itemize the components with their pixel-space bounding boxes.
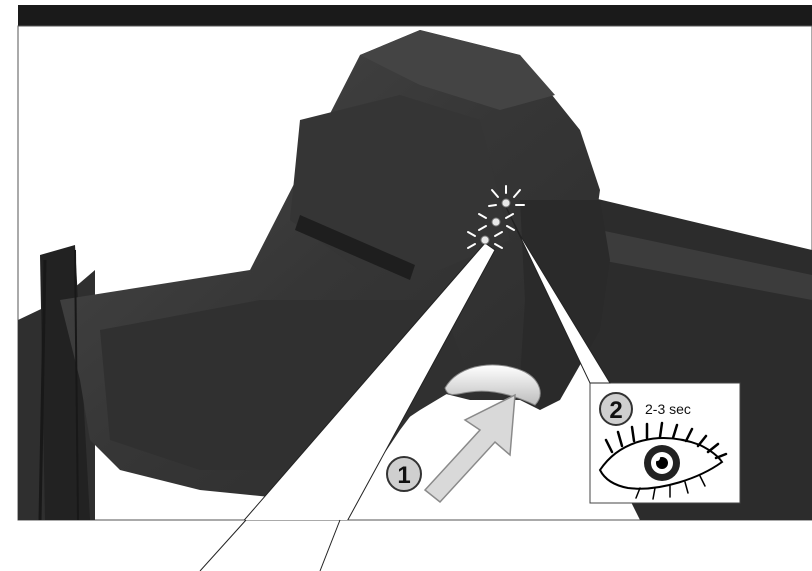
header-bar bbox=[18, 5, 812, 27]
led-beam-extension bbox=[200, 520, 340, 571]
step-1-number: 1 bbox=[397, 462, 410, 489]
step-2-callout: 2 2-3 sec bbox=[590, 383, 740, 503]
step-2-number: 2 bbox=[609, 397, 622, 424]
step-2-duration: 2-3 sec bbox=[645, 401, 691, 417]
step-1-badge: 1 bbox=[387, 457, 421, 491]
